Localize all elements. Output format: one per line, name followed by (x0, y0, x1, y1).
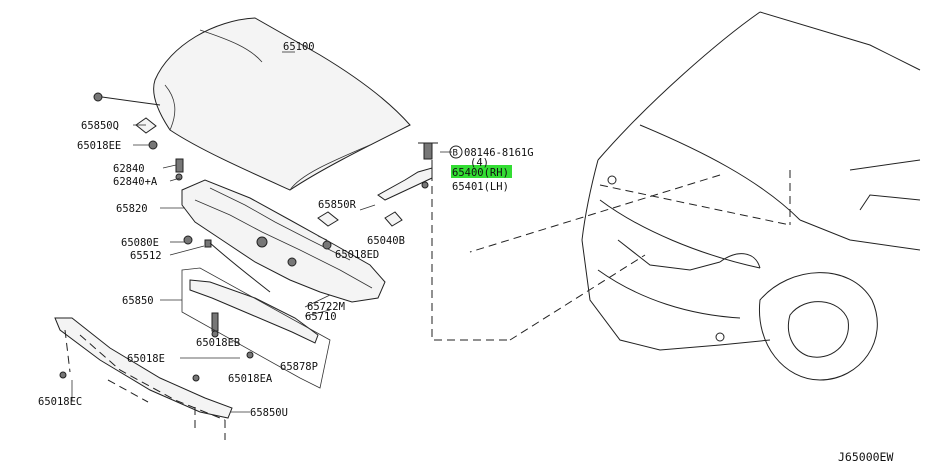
label-65820: 65820 (116, 203, 148, 215)
label-bolt-qty: (4) (470, 157, 489, 169)
label-65850q: 65850Q (81, 120, 119, 132)
label-65401: 65401(LH) (452, 181, 509, 193)
label-62840: 62840 (113, 163, 145, 175)
label-65400: 65400(RH) (452, 167, 509, 179)
label-65018ed: 65018ED (335, 249, 379, 261)
label-65018ea: 65018EA (228, 373, 273, 385)
cowl-panel (181, 179, 386, 303)
leader-lines (71, 51, 452, 413)
label-65850: 65850 (122, 295, 154, 307)
label-65850u: 65850U (250, 407, 288, 419)
label-65710: 65710 (305, 311, 337, 323)
label-65850r: 65850R (318, 199, 357, 211)
lower-bracket-65850 (181, 267, 331, 389)
label-65080e: 65080E (121, 237, 159, 249)
diagram-code: J65000EW (838, 450, 893, 464)
label-65878p: 65878P (280, 361, 318, 373)
part-labels: 65100 65850Q 65018EE 62840 62840+A 65820… (38, 41, 893, 464)
label-65018ec: 65018EC (38, 396, 82, 408)
front-molding-65850u (54, 317, 233, 440)
hinge-assembly (377, 142, 510, 341)
label-bolt-part: 08146-8161G (464, 147, 534, 159)
highlight-65400 (451, 165, 512, 178)
label-65100: 65100 (283, 41, 315, 53)
label-65018eb: 65018EB (196, 337, 240, 349)
bolt-circle-symbol (449, 145, 463, 159)
label-62840a: 62840+A (113, 176, 158, 188)
hood-panel (153, 17, 411, 191)
vehicle-outline (469, 11, 921, 381)
hood-fasteners (93, 92, 184, 181)
label-65512: 65512 (130, 250, 162, 262)
label-65722m: 65722M (307, 301, 345, 313)
label-65018ee: 65018EE (77, 140, 121, 152)
bolt-callout: B 08146-8161G (4) (449, 145, 534, 169)
bolt-symbol: B (453, 149, 458, 159)
label-65040b: 65040B (367, 235, 405, 247)
label-65018e: 65018E (127, 353, 165, 365)
